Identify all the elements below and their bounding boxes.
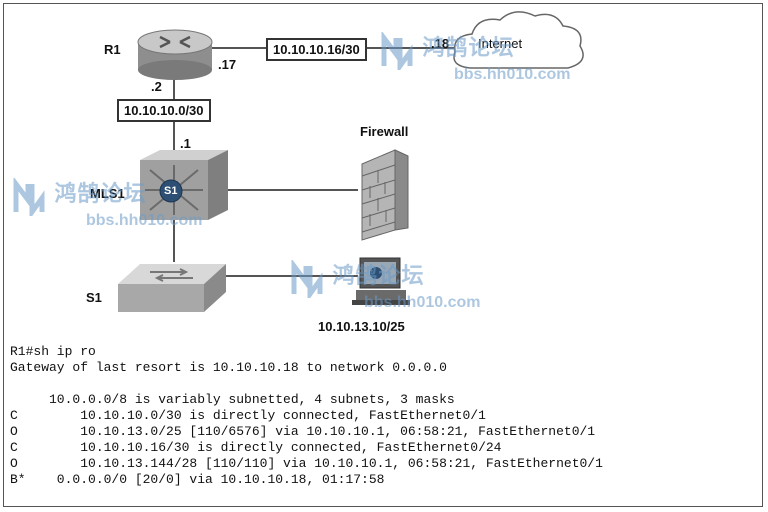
console-line xyxy=(10,376,755,392)
s1-label: S1 xyxy=(86,290,102,305)
mls1-label: MLS1 xyxy=(90,186,125,201)
firewall-icon xyxy=(361,149,409,241)
firewall-label: Firewall xyxy=(360,124,409,139)
r1-internet-subnet-box: 10.10.10.16/30 xyxy=(266,38,367,61)
router-r1-icon xyxy=(137,29,213,80)
r1-mls1-mls1-end-label: .1 xyxy=(180,136,191,151)
routing-table-output: R1#sh ip ro Gateway of last resort is 10… xyxy=(10,344,755,488)
r1-mls1-subnet-box: 10.10.10.0/30 xyxy=(117,99,211,122)
pc-address-label: 10.10.13.10/25 xyxy=(318,319,405,334)
r1-internet-far-end-label: .18 xyxy=(431,36,450,51)
console-line: Gateway of last resort is 10.10.10.18 to… xyxy=(10,360,447,375)
mls1-switch-icon xyxy=(140,150,228,220)
pc-icon xyxy=(352,257,410,305)
diagram-frame xyxy=(3,3,763,507)
r1-mls1-r1-end-label: .2 xyxy=(151,79,162,94)
r1-internet-r1-end-label: .17 xyxy=(218,57,237,72)
console-line: B* 0.0.0.0/0 [20/0] via 10.10.10.18, 01:… xyxy=(10,472,385,487)
console-line: O 10.10.13.0/25 [110/6576] via 10.10.10.… xyxy=(10,424,596,439)
console-line: R1#sh ip ro xyxy=(10,344,96,359)
console-line: C 10.10.10.0/30 is directly connected, F… xyxy=(10,408,486,423)
internet-label: Internet xyxy=(478,36,523,51)
console-line: O 10.10.13.144/28 [110/110] via 10.10.10… xyxy=(10,456,603,471)
console-line: 10.0.0.0/8 is variably subnetted, 4 subn… xyxy=(10,392,455,407)
mls1-badge: S1 xyxy=(164,185,178,197)
console-line: C 10.10.10.16/30 is directly connected, … xyxy=(10,440,502,455)
internet-cloud-icon xyxy=(453,11,584,69)
s1-switch-icon xyxy=(118,264,226,312)
router-label: R1 xyxy=(104,42,121,57)
